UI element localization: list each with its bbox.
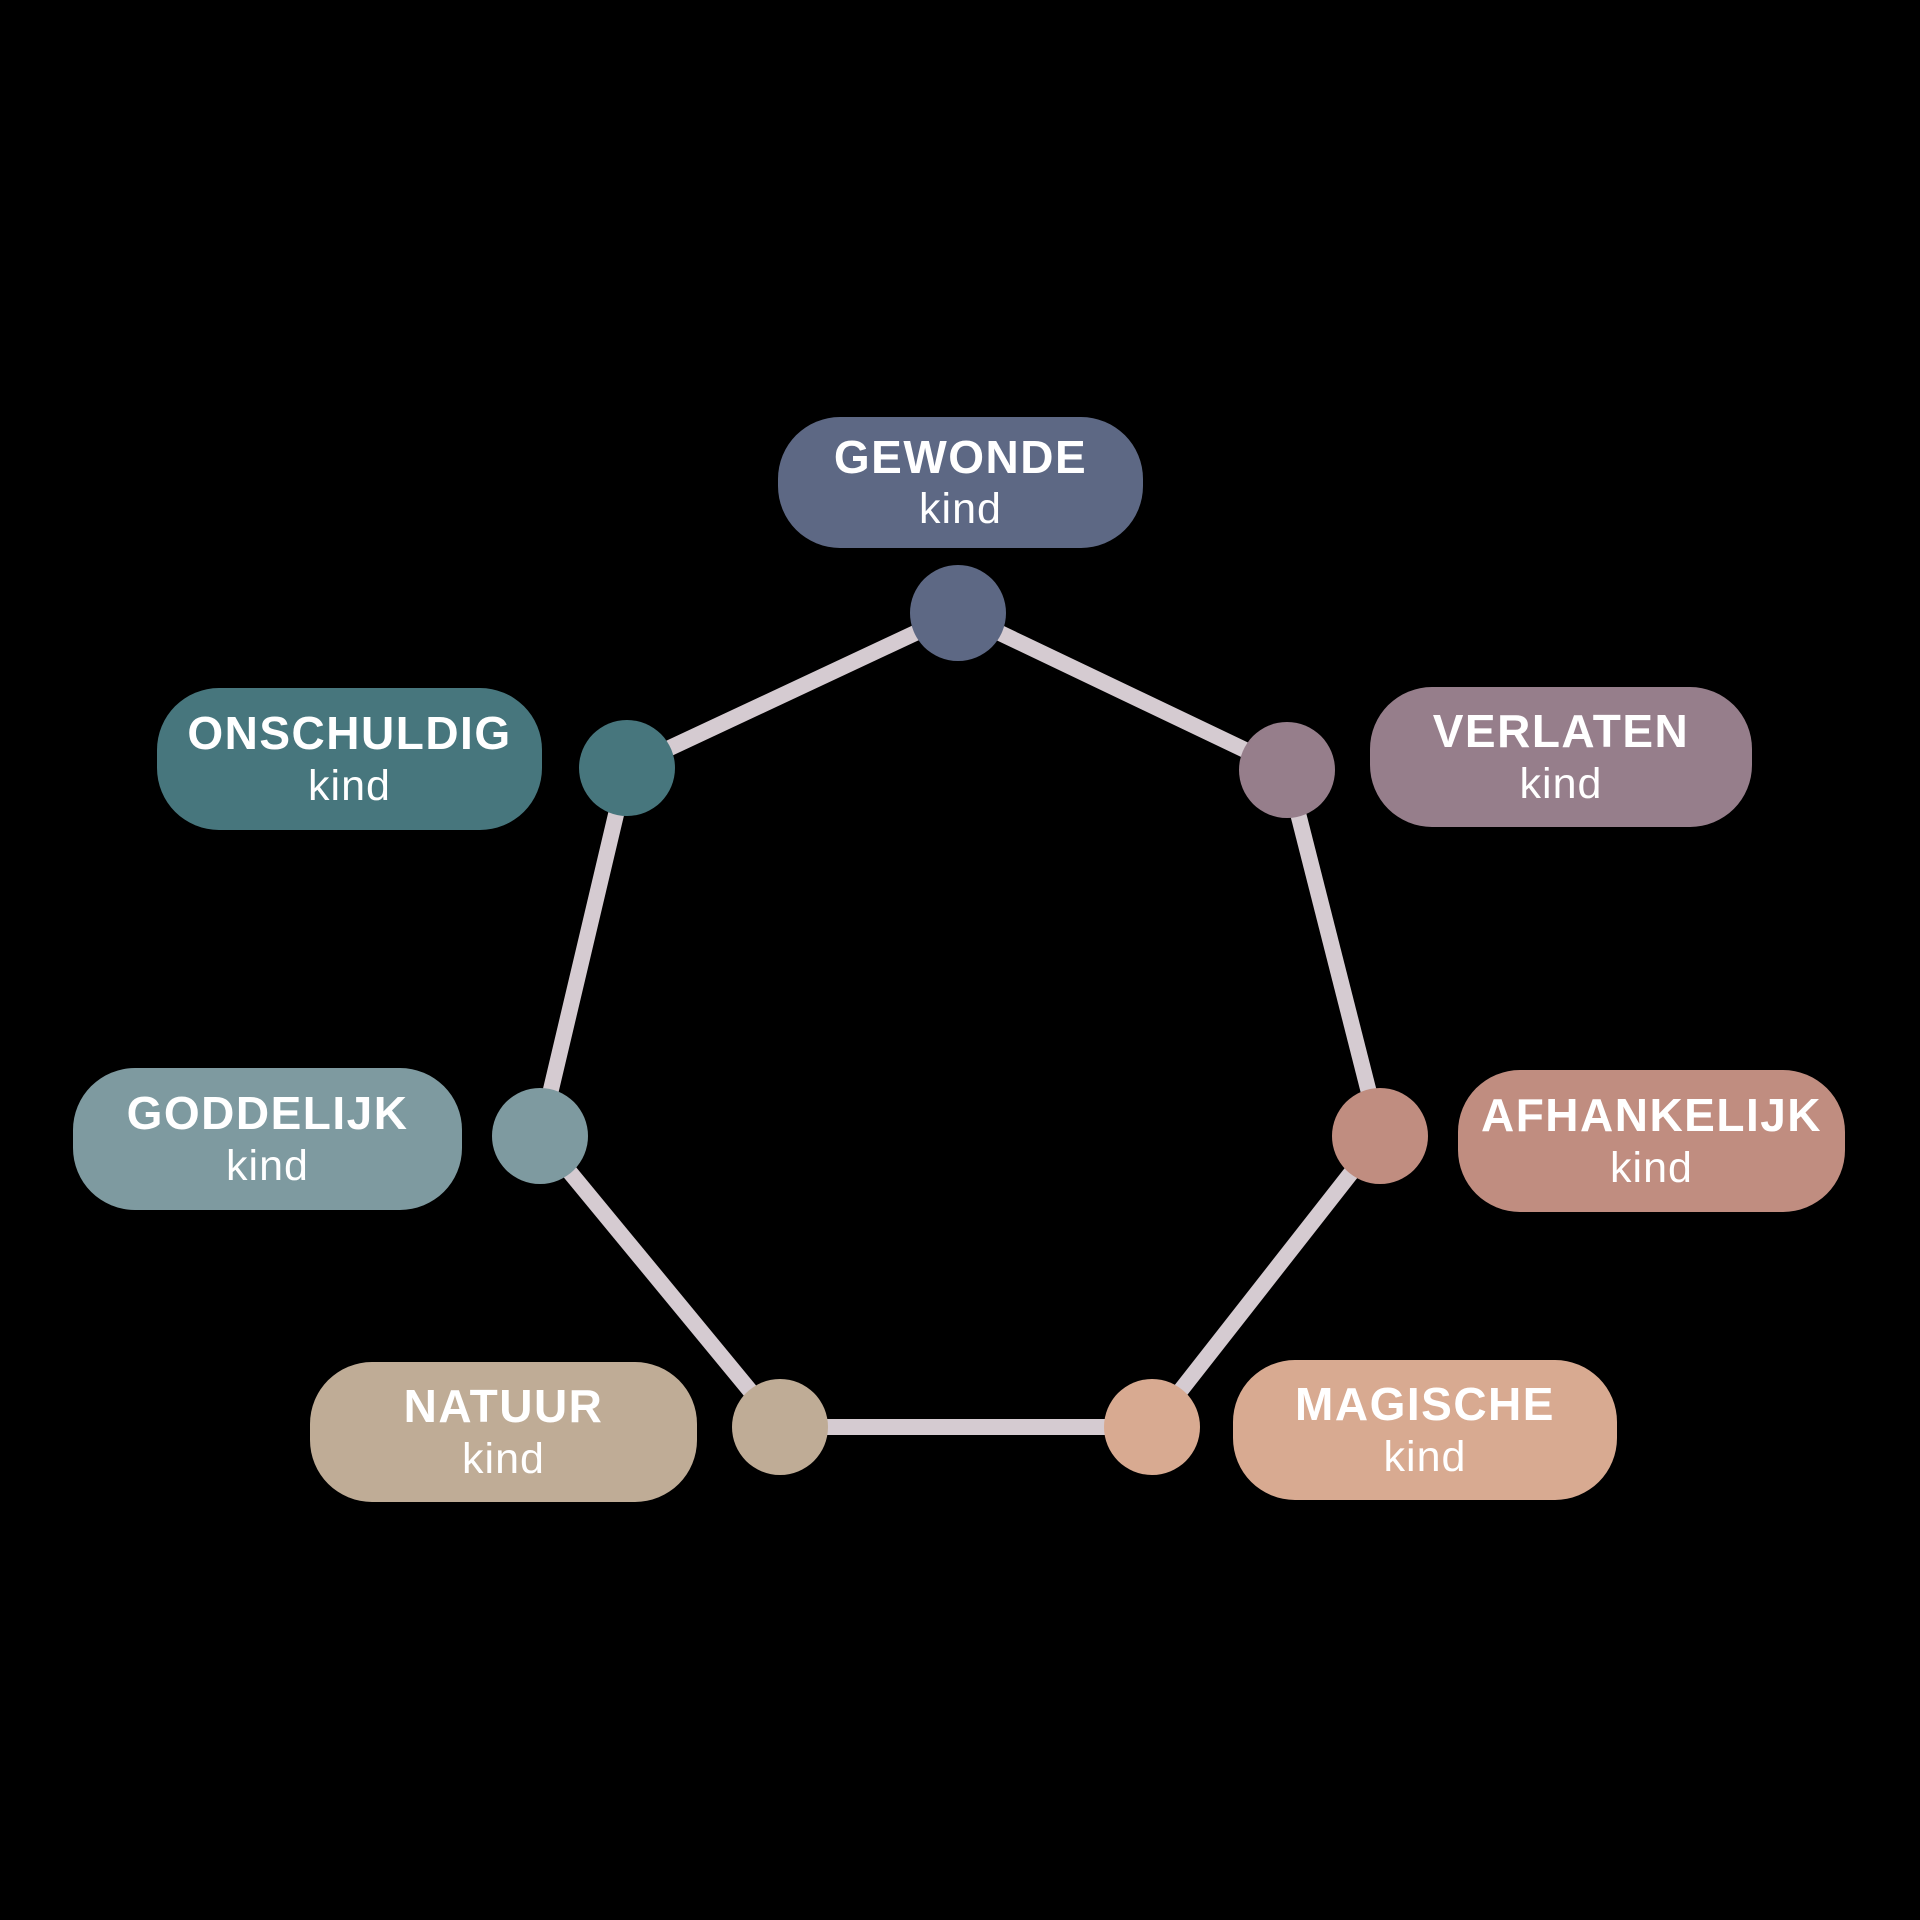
archetype-label: AFHANKELIJK bbox=[1480, 1089, 1823, 1142]
archetype-sublabel: kind bbox=[226, 1141, 309, 1190]
connector-gewonde-verlaten bbox=[954, 605, 1291, 778]
archetype-pill-afhankelijk: AFHANKELIJK kind bbox=[1458, 1070, 1845, 1212]
archetype-label: GEWONDE bbox=[833, 430, 1088, 483]
archetype-label: VERLATEN bbox=[1432, 705, 1690, 758]
connector-natuur-goddelijk bbox=[533, 1130, 787, 1433]
node-onschuldig bbox=[579, 720, 675, 816]
connector-goddelijk-onschuldig bbox=[532, 766, 635, 1138]
archetype-pill-magische: MAGISCHE kind bbox=[1233, 1360, 1617, 1500]
archetype-sublabel: kind bbox=[1383, 1432, 1467, 1481]
archetype-label: ONSCHULDIG bbox=[187, 707, 512, 760]
archetype-pill-gewonde: GEWONDE kind bbox=[778, 417, 1143, 548]
connector-verlaten-afhankelijk bbox=[1279, 768, 1388, 1138]
archetype-sublabel: kind bbox=[1519, 759, 1603, 808]
archetype-pill-goddelijk: GODDELIJK kind bbox=[73, 1068, 462, 1210]
connector-onschuldig-gewonde bbox=[623, 605, 962, 776]
node-verlaten bbox=[1239, 722, 1335, 818]
archetype-sublabel: kind bbox=[308, 761, 391, 810]
node-magische bbox=[1104, 1379, 1200, 1475]
node-goddelijk bbox=[492, 1088, 588, 1184]
archetype-label: GODDELIJK bbox=[126, 1087, 409, 1140]
archetype-sublabel: kind bbox=[919, 485, 1002, 534]
node-afhankelijk bbox=[1332, 1088, 1428, 1184]
connector-lines bbox=[532, 605, 1388, 1435]
archetype-pill-natuur: NATUUR kind bbox=[310, 1362, 697, 1502]
archetype-pill-onschuldig: ONSCHULDIG kind bbox=[157, 688, 542, 830]
node-natuur bbox=[732, 1379, 828, 1475]
archetype-label: NATUUR bbox=[403, 1380, 604, 1433]
archetype-sublabel: kind bbox=[462, 1434, 545, 1483]
archetype-label: MAGISCHE bbox=[1295, 1378, 1555, 1431]
connector-afhankelijk-magische bbox=[1145, 1131, 1387, 1432]
archetype-pill-verlaten: VERLATEN kind bbox=[1370, 687, 1752, 827]
archetype-sublabel: kind bbox=[1610, 1143, 1693, 1192]
node-gewonde bbox=[910, 565, 1006, 661]
